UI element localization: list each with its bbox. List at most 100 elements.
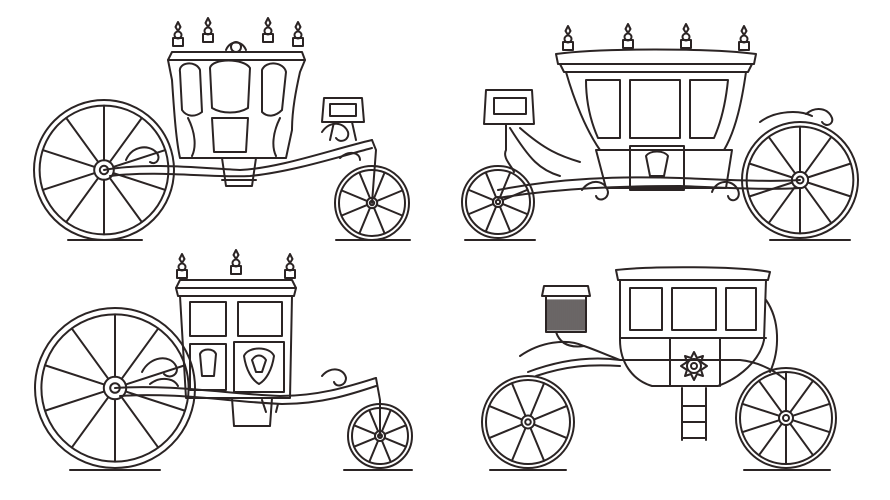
wheel-spoke (372, 206, 386, 235)
wheel-hub (491, 195, 505, 209)
coach-window (629, 79, 681, 139)
wheel-spoke (108, 116, 143, 164)
coach-step (231, 397, 273, 427)
wheel-spoke (44, 390, 106, 412)
wheel-spoke (757, 379, 783, 414)
chassis-perch-lower (109, 147, 373, 178)
coach-window (689, 79, 729, 139)
wheel-spoke (65, 176, 100, 224)
wheel-rim (461, 165, 535, 239)
wheel-spoke (380, 439, 392, 463)
coach-window (629, 287, 663, 331)
wheel-spoke (789, 379, 815, 414)
front-wheel (334, 165, 410, 241)
coach-body (619, 279, 767, 387)
wheel-spoke (368, 409, 380, 433)
wheel-spoke (529, 426, 546, 462)
coach-roof (175, 287, 297, 297)
wheel-rim (33, 99, 175, 241)
wheel-spoke (353, 424, 377, 436)
wheel-spoke (488, 404, 524, 421)
rear-wheel (34, 307, 196, 469)
wheel-rim (481, 375, 575, 469)
state-coach (34, 249, 413, 471)
wheel-spoke (757, 422, 783, 457)
wheel-spoke (741, 419, 781, 434)
coach-window (725, 287, 757, 331)
rear-wheel (33, 99, 175, 241)
seat-fringe (545, 295, 587, 333)
coach-window (178, 62, 203, 117)
front-wheel (481, 375, 575, 469)
wheel-spoke (340, 203, 369, 217)
coach-window (261, 62, 287, 117)
wheel-spoke (383, 424, 407, 436)
wheel-spoke (789, 422, 815, 457)
wheel-spoke (806, 162, 852, 179)
wheel-spoke (383, 436, 407, 448)
coach-step (221, 157, 257, 187)
coach-roof (615, 266, 771, 281)
coachman-box (541, 285, 591, 297)
wheel-rim (34, 307, 196, 469)
wheel-spoke (498, 171, 512, 199)
wheel-spoke (124, 364, 186, 386)
wheel-spoke (467, 202, 495, 216)
wheel-spoke (510, 426, 527, 462)
wheel-spoke (108, 176, 143, 224)
wheel-spoke (340, 189, 369, 203)
wheel-spoke (767, 185, 797, 225)
wheel-spoke (358, 171, 372, 200)
chassis-perch (103, 139, 373, 171)
coach-roof (555, 48, 757, 65)
wheel-spoke (529, 382, 546, 418)
berline-carriage (461, 23, 859, 241)
scroll-ornament (125, 146, 160, 164)
coach-body (167, 59, 306, 159)
wheel-spoke (467, 188, 495, 202)
wheel-spoke (70, 327, 110, 380)
wheel-spoke (748, 162, 794, 179)
wheel-spoke (532, 423, 568, 440)
wheel-spoke (120, 327, 160, 380)
chassis-perch (114, 377, 377, 397)
wheel-spoke (532, 404, 568, 421)
wheel-spoke (803, 135, 833, 175)
wheel-spoke (380, 409, 392, 433)
wheel-spoke (484, 205, 498, 233)
wheel-spoke (806, 181, 852, 198)
coach-window (671, 287, 717, 331)
rosette-crest (680, 351, 708, 381)
scroll-ornament (141, 357, 178, 378)
wheel-spoke (41, 172, 96, 191)
wheel-spoke (803, 185, 833, 225)
wheel-spoke (498, 205, 512, 233)
coach-step (681, 387, 707, 441)
wheel-rim (334, 165, 410, 241)
wheel-spoke (368, 439, 380, 463)
wheel-spoke (372, 171, 386, 200)
baroque-coach (33, 17, 411, 241)
wheel-spoke (741, 402, 781, 417)
wheel-spoke (488, 423, 524, 440)
coach-window (209, 59, 251, 114)
wheel-spoke (112, 172, 167, 191)
coachman-box (483, 89, 535, 125)
wheel-hub (520, 414, 536, 430)
wheel-spoke (767, 135, 797, 175)
wheel-spoke (65, 116, 100, 164)
wheel-spoke (791, 419, 831, 434)
wheel-hub (778, 410, 794, 426)
coach-window (237, 301, 283, 337)
rear-wheel (735, 367, 837, 469)
coach-window (189, 301, 227, 337)
wheel-rim (735, 367, 837, 469)
wheel-spoke (358, 206, 372, 235)
scroll-ornament (581, 181, 609, 201)
wheel-spoke (120, 396, 160, 449)
wheel-spoke (791, 402, 831, 417)
wheel-spoke (353, 436, 377, 448)
wheel-spoke (510, 382, 527, 418)
